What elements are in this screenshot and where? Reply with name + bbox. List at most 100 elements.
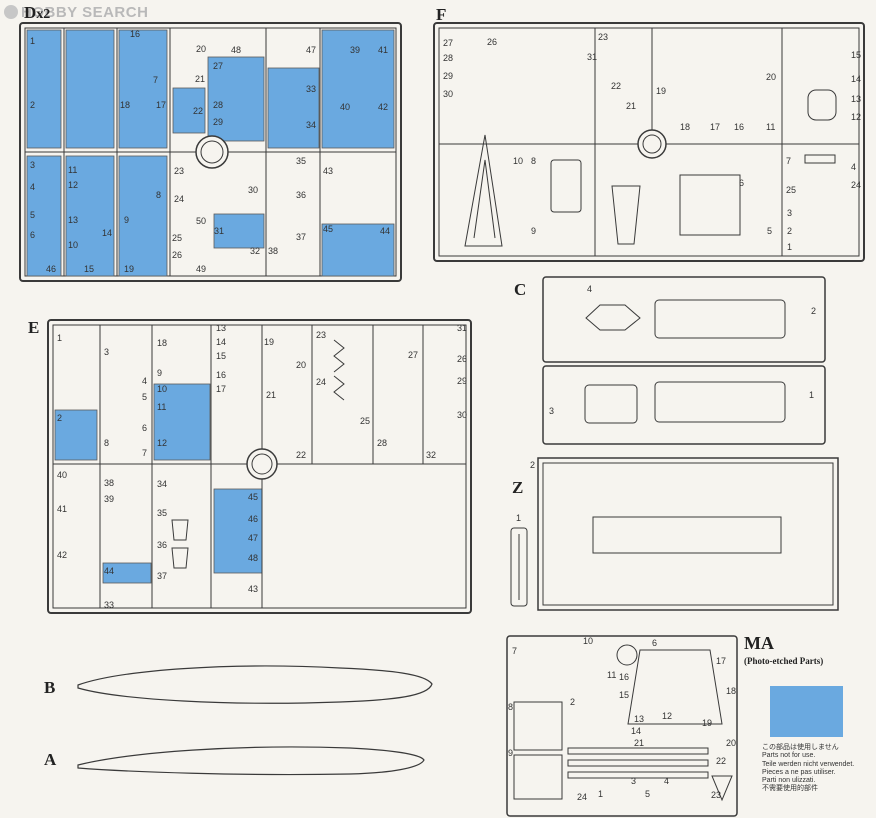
part-number: 4: [30, 182, 36, 192]
part-number: 12: [662, 711, 673, 721]
part-number: 1: [516, 513, 522, 523]
ma-fret: [506, 635, 738, 817]
part-number: 14: [631, 726, 642, 736]
part-number: 16: [619, 672, 630, 682]
part-number: 19: [702, 718, 713, 728]
hull-a: [77, 746, 425, 776]
part-number: 32: [426, 450, 437, 460]
part-number: 3: [30, 160, 36, 170]
part-number: 3: [104, 347, 110, 357]
part-number: 3: [549, 406, 555, 416]
note-line-jp: この部品は使用しません: [762, 744, 839, 751]
sprue-d: [19, 22, 402, 282]
part-number: 44: [104, 566, 115, 576]
part-number: 30: [248, 185, 259, 195]
part-number: 41: [57, 504, 68, 514]
sprue-d-letter: D: [24, 3, 37, 22]
part-number: 20: [726, 738, 737, 748]
part-number: 35: [296, 156, 307, 166]
part-number: 5: [142, 392, 148, 402]
part-number: 7: [153, 75, 159, 85]
part-number: 10: [68, 240, 79, 250]
part-number: 3: [631, 776, 637, 786]
part-number: 33: [306, 84, 317, 94]
part-number: 13: [851, 94, 862, 104]
unused-parts-swatch: [770, 686, 843, 737]
part-number: 48: [248, 553, 259, 563]
sprue-f: [433, 22, 865, 262]
part-number: 6: [739, 178, 745, 188]
part-number: 9: [124, 215, 130, 225]
part-number: 21: [634, 738, 645, 748]
part-number: 24: [174, 194, 185, 204]
part-number: 18: [157, 338, 168, 348]
part-number: 45: [248, 492, 259, 502]
hobby-search-logo-icon: [4, 5, 18, 19]
part-number: 28: [443, 53, 454, 63]
part-number: 23: [316, 330, 327, 340]
part-number: 8: [104, 438, 110, 448]
part-number: 32: [250, 246, 261, 256]
part-number: 38: [104, 478, 115, 488]
part-number: 9: [157, 368, 163, 378]
part-number: 2: [530, 460, 536, 470]
sprue-e: [47, 319, 472, 614]
part-number: 16: [130, 29, 141, 39]
part-number: 28: [213, 100, 224, 110]
part-number: 22: [296, 450, 307, 460]
part-number: 2: [787, 226, 793, 236]
part-number: 14: [102, 228, 113, 238]
note-line-fr: Pieces a ne pas utiliser.: [762, 768, 836, 776]
part-number: 17: [156, 100, 167, 110]
part-number: 26: [487, 37, 498, 47]
part-number: 36: [157, 540, 168, 550]
part-number: 23: [174, 166, 185, 176]
part-number: 5: [645, 789, 651, 799]
part-number: 46: [46, 264, 57, 274]
note-line-en: Parts not for use.: [762, 752, 816, 760]
part-number: 31: [587, 52, 598, 62]
note-line-zh: 不需要使用的部件: [762, 785, 818, 793]
part-number: 39: [350, 45, 361, 55]
part-number: 2: [570, 697, 576, 707]
part-number: 24: [851, 180, 862, 190]
part-number: 7: [786, 156, 792, 166]
part-number: 7: [142, 448, 148, 458]
part-number: 15: [84, 264, 95, 274]
part-number: 42: [378, 102, 389, 112]
watermark-text: HOBBY SEARCH: [21, 4, 149, 21]
part-number: 17: [710, 122, 721, 132]
unused-parts-note: この部品は使用しません Parts not for use. Teile wer…: [762, 744, 854, 794]
part-number: 40: [57, 470, 68, 480]
sprue-z-label: Z: [512, 478, 524, 497]
part-number: 25: [360, 416, 371, 426]
sprue-d-label: Dx2: [24, 3, 50, 23]
note-line-de: Teile werden nicht verwendet.: [762, 760, 855, 768]
part-number: 47: [306, 45, 317, 55]
part-number: 26: [172, 250, 183, 260]
sprue-e-label: E: [28, 318, 40, 337]
part-number: 12: [68, 180, 79, 190]
part-number: 5: [30, 210, 36, 220]
part-number: 6: [142, 423, 148, 433]
part-number: 33: [104, 600, 115, 610]
part-number: 2: [30, 100, 36, 110]
part-number: 16: [734, 122, 745, 132]
part-number: 8: [531, 156, 537, 166]
part-number: 20: [196, 44, 207, 54]
ma-label: MA: [744, 633, 774, 653]
part-number: 5: [767, 226, 773, 236]
part-number: 37: [157, 571, 168, 581]
part-number: 30: [443, 89, 454, 99]
sprue-c: [542, 276, 826, 445]
part-number: 11: [68, 165, 78, 175]
sprue-d-count: x2: [36, 7, 51, 22]
part-number: 22: [611, 81, 622, 91]
part-number: 22: [193, 106, 204, 116]
part-number: 21: [626, 101, 637, 111]
part-number: 37: [296, 232, 307, 242]
part-number: 2: [811, 306, 817, 316]
watermark: HOBBY SEARCH: [4, 4, 148, 21]
